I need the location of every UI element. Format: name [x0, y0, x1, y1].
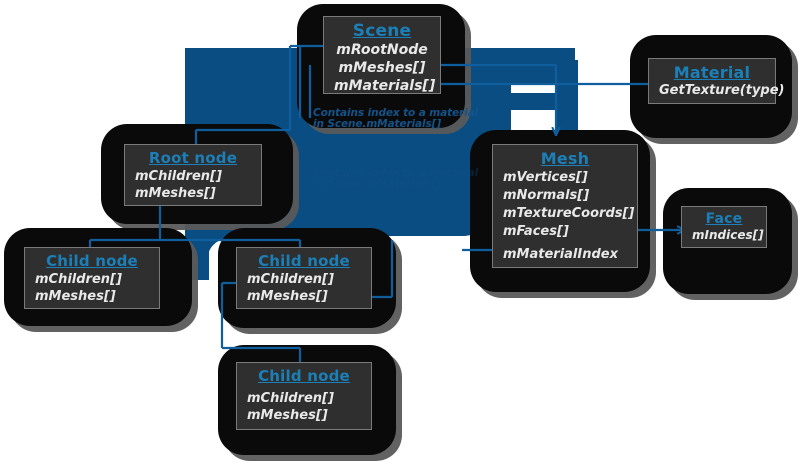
node-field: mTextureCoords[]	[503, 206, 635, 221]
node-field: mMaterialIndex	[503, 247, 618, 262]
node-field: mMeshes[]	[35, 289, 116, 304]
node-title: Root node	[148, 149, 238, 167]
node-field: mMeshes[]	[247, 289, 328, 304]
node-material[interactable]: Material GetTexture(type)	[648, 58, 785, 104]
node-title: Face	[705, 211, 743, 227]
node-field: mChildren[]	[247, 391, 334, 406]
node-title: Child node	[258, 367, 350, 385]
node-title: Child node	[46, 252, 138, 270]
node-field: mIndices[]	[692, 228, 764, 242]
material-index-note: Contains index to a material in Scene.mM…	[313, 107, 479, 130]
node-field: mChildren[]	[35, 272, 122, 287]
node-title: Material	[673, 63, 751, 82]
node-field: GetTexture(type)	[659, 83, 785, 98]
node-mesh[interactable]: Mesh mVertices[] mNormals[] mTextureCoor…	[492, 144, 638, 268]
node-scene[interactable]: Scene mRootNode mMeshes[] mMaterials[]	[323, 16, 441, 94]
node-child-3[interactable]: Child node mChildren[] mMeshes[]	[236, 362, 372, 430]
node-root-node[interactable]: Root node mChildren[] mMeshes[]	[124, 144, 262, 206]
node-field: mChildren[]	[247, 272, 334, 287]
node-title: Scene	[352, 21, 412, 41]
node-title: Mesh	[540, 149, 590, 168]
node-field: mMeshes[]	[247, 408, 328, 423]
node-field: mVertices[]	[503, 170, 588, 185]
node-field: mMeshes[]	[135, 186, 216, 201]
node-face[interactable]: Face mIndices[]	[681, 206, 767, 248]
node-field: mRootNode	[336, 42, 428, 58]
node-field: mMeshes[]	[338, 60, 426, 76]
node-field: mMaterials[]	[334, 78, 436, 94]
node-field: mNormals[]	[503, 188, 590, 203]
node-title: Child node	[258, 252, 350, 270]
material-index-note-ghost: Contains index to a material in Scene.mM…	[313, 167, 479, 190]
node-field: mChildren[]	[135, 169, 222, 184]
node-field: mFaces[]	[503, 224, 569, 239]
